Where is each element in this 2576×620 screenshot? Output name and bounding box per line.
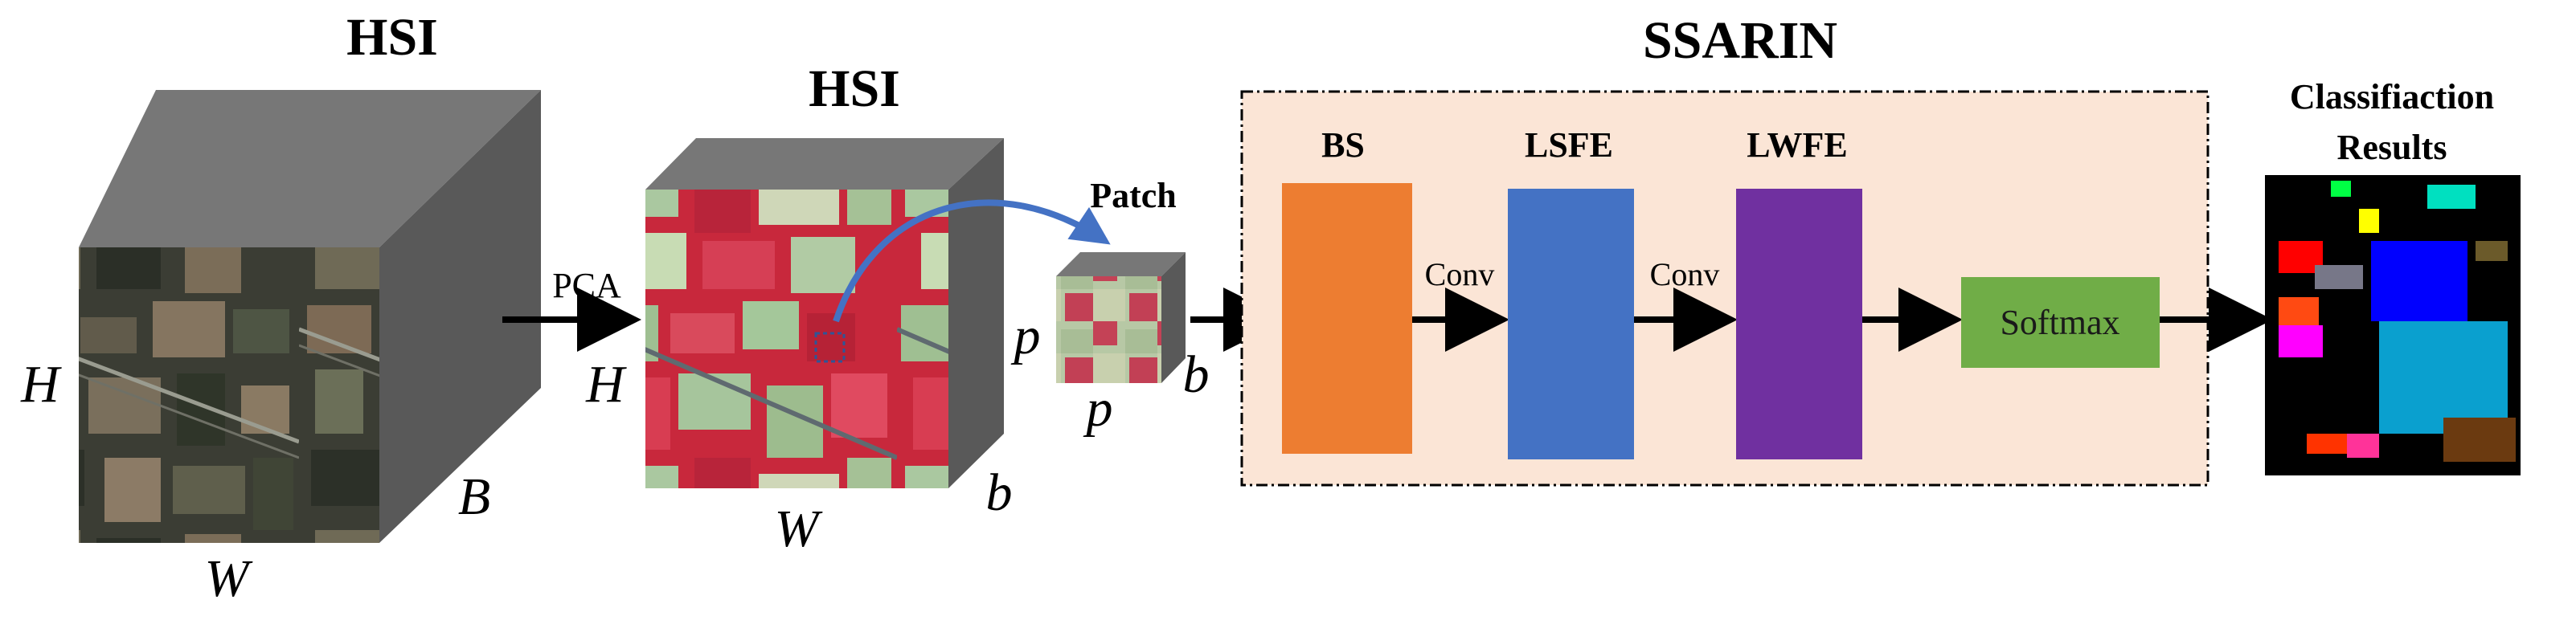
- hsi-reduced-height-label: H: [585, 355, 627, 414]
- hsi-input-cube-top: [79, 90, 541, 247]
- hsi-input-title: HSI: [346, 8, 438, 67]
- lsfe-label: LSFE: [1525, 125, 1613, 165]
- hsi-input-cube: [79, 90, 541, 543]
- class-region-brown: [2443, 418, 2516, 462]
- hsi-input-width-label: W: [205, 549, 253, 608]
- patch-band-label: b: [1183, 345, 1210, 404]
- class-region-magenta: [2279, 325, 2323, 357]
- classification-map: [2265, 175, 2521, 475]
- hsi-reduced-band-label: b: [986, 463, 1013, 522]
- hsi-reduced-cube-top: [645, 138, 1004, 190]
- ssarin-title: SSARIN: [1643, 11, 1837, 70]
- patch-cube-top: [1056, 252, 1186, 276]
- class-region-green: [2331, 181, 2351, 197]
- hsi-reduced-image: [645, 190, 948, 488]
- class-region-teal: [2427, 185, 2476, 209]
- conv-label-2: Conv: [1650, 256, 1720, 292]
- hsi-input-cube-side: [379, 90, 541, 543]
- lwfe-block: [1736, 189, 1862, 459]
- class-region-gray: [2315, 265, 2363, 289]
- bs-label: BS: [1321, 125, 1365, 165]
- patch-extraction-arrow: [833, 199, 1111, 323]
- class-region-cyan-large: [2379, 321, 2508, 434]
- patch-cube: [1056, 252, 1186, 383]
- patch-title: Patch: [1090, 176, 1177, 215]
- patch-cube-side: [1161, 252, 1186, 383]
- patch-image: [1056, 276, 1161, 383]
- conv-label-1: Conv: [1425, 256, 1495, 292]
- class-region-yellow: [2359, 209, 2379, 233]
- class-region-orange-bottom: [2307, 434, 2347, 454]
- pca-label: PCA: [552, 266, 621, 305]
- hsi-reduced-width-label: W: [775, 500, 823, 558]
- class-region-pink: [2347, 434, 2379, 458]
- softmax-label: Softmax: [2000, 303, 2119, 342]
- patch-bottom-label: p: [1083, 379, 1113, 438]
- lsfe-block: [1508, 189, 1634, 459]
- hsi-input-height-label: H: [20, 355, 62, 414]
- hsi-input-image: [79, 247, 379, 543]
- hsi-reduced-cube-side: [948, 138, 1004, 488]
- results-title-line2: Results: [2337, 128, 2447, 167]
- class-region-orange: [2279, 297, 2319, 325]
- bs-block: [1282, 183, 1412, 454]
- class-region-olive: [2476, 241, 2508, 261]
- lwfe-label: LWFE: [1747, 125, 1848, 165]
- hsi-reduced-cube: [645, 138, 1004, 488]
- hsi-reduced-title: HSI: [809, 59, 900, 118]
- patch-left-label: p: [1011, 307, 1041, 365]
- results-title-line1: Classifiaction: [2290, 77, 2494, 116]
- hsi-input-band-label: B: [458, 467, 490, 526]
- softmax-block: [1961, 277, 2160, 368]
- class-region-blue-large: [2371, 241, 2467, 321]
